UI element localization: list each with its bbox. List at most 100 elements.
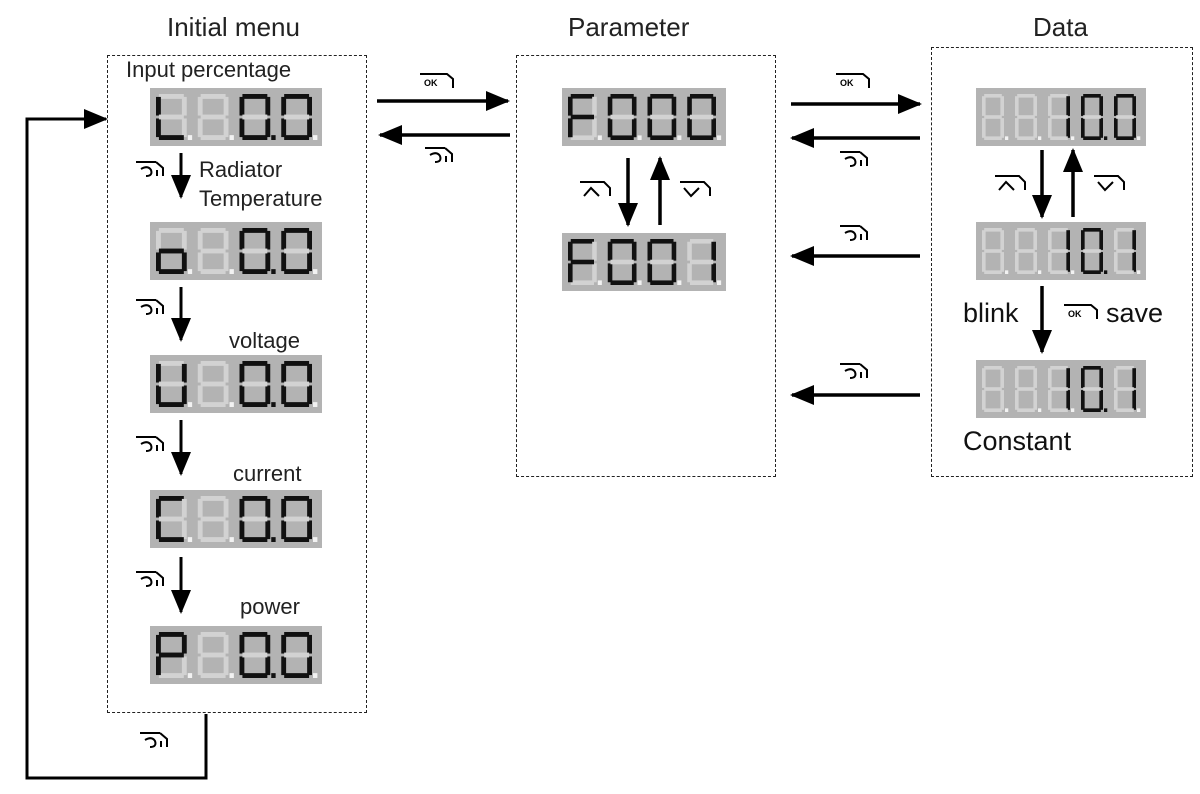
input-percentage-label: Input percentage — [126, 57, 292, 82]
segment — [1050, 249, 1068, 253]
segment — [284, 516, 310, 522]
segment — [158, 537, 184, 542]
segment — [1000, 368, 1004, 388]
segment — [281, 656, 287, 676]
segment — [242, 381, 268, 387]
segment — [1066, 368, 1070, 388]
segment — [200, 248, 226, 254]
segment — [1066, 230, 1070, 250]
segment — [610, 259, 634, 265]
seven-segment-digits — [156, 496, 318, 542]
segment — [181, 118, 187, 138]
segment — [284, 537, 310, 542]
decimal-point — [1104, 408, 1108, 412]
display-digit — [156, 361, 193, 407]
segment — [281, 520, 287, 540]
display-digit — [156, 228, 193, 274]
segment — [197, 498, 203, 518]
segment — [200, 632, 226, 637]
decimal-point — [229, 135, 234, 140]
segment — [1066, 390, 1070, 410]
segment — [265, 96, 271, 116]
segment — [690, 280, 714, 285]
segment — [647, 96, 653, 116]
power-display — [150, 626, 322, 684]
segment — [223, 520, 229, 540]
segment — [200, 228, 226, 233]
segment — [984, 228, 1002, 232]
seven-segment-digits — [156, 361, 318, 407]
ok-key-icon — [835, 73, 870, 89]
segment — [242, 496, 268, 501]
segment — [158, 632, 184, 637]
decimal-point — [187, 269, 193, 274]
parameter-data-arrows — [790, 94, 922, 405]
decimal-point — [313, 269, 318, 274]
temperature-label: Temperature — [199, 186, 323, 211]
segment — [610, 94, 634, 99]
segment — [607, 96, 613, 116]
segment — [1083, 228, 1101, 232]
segment — [307, 498, 312, 518]
segment — [158, 381, 184, 387]
segment — [1033, 390, 1037, 410]
display-digit — [239, 632, 276, 678]
segment — [223, 118, 229, 138]
segment — [1116, 228, 1134, 232]
back-key-icon — [839, 225, 868, 241]
segment — [1050, 408, 1068, 412]
segment — [690, 239, 714, 244]
segment — [592, 263, 597, 283]
segment — [239, 656, 245, 676]
decimal-point — [313, 537, 318, 542]
decimal-point — [229, 673, 234, 678]
seven-segment-digits — [982, 228, 1141, 274]
seven-segment-digits — [568, 239, 722, 285]
segment — [223, 385, 229, 405]
segment — [1081, 252, 1085, 272]
segment — [592, 96, 597, 116]
segment — [592, 241, 597, 261]
segment — [1132, 118, 1136, 138]
segment — [200, 381, 226, 387]
display-digit — [156, 632, 193, 678]
segment — [239, 230, 245, 250]
segment — [242, 402, 268, 407]
segment — [1116, 136, 1134, 140]
segment — [307, 520, 312, 540]
segment — [982, 368, 986, 388]
segment — [265, 498, 271, 518]
segment — [650, 239, 674, 244]
segment — [223, 656, 229, 676]
segment — [1099, 390, 1103, 410]
segment — [239, 118, 245, 138]
segment — [982, 390, 986, 410]
decimal-point — [1005, 270, 1009, 274]
segment — [156, 656, 161, 676]
segment — [223, 634, 229, 654]
segment — [307, 385, 312, 405]
segment — [181, 634, 187, 654]
segment — [284, 269, 310, 274]
display-digit — [647, 239, 682, 285]
display-digit — [197, 361, 234, 407]
decimal-point — [677, 280, 682, 285]
segment — [1048, 390, 1052, 410]
segment — [158, 269, 184, 274]
segment — [284, 632, 310, 637]
display-digit — [1081, 228, 1108, 274]
segment — [1081, 368, 1085, 388]
segment — [1116, 366, 1134, 370]
segment — [242, 248, 268, 254]
segment — [1116, 249, 1134, 253]
segment — [984, 366, 1002, 370]
segment — [1050, 115, 1068, 119]
display-digit — [281, 496, 318, 542]
seven-segment-digits — [568, 94, 722, 140]
segment — [1116, 387, 1134, 391]
segment — [570, 280, 594, 285]
decimal-point — [1137, 270, 1141, 274]
segment — [181, 498, 187, 518]
segment — [223, 230, 229, 250]
segment — [1017, 136, 1035, 140]
